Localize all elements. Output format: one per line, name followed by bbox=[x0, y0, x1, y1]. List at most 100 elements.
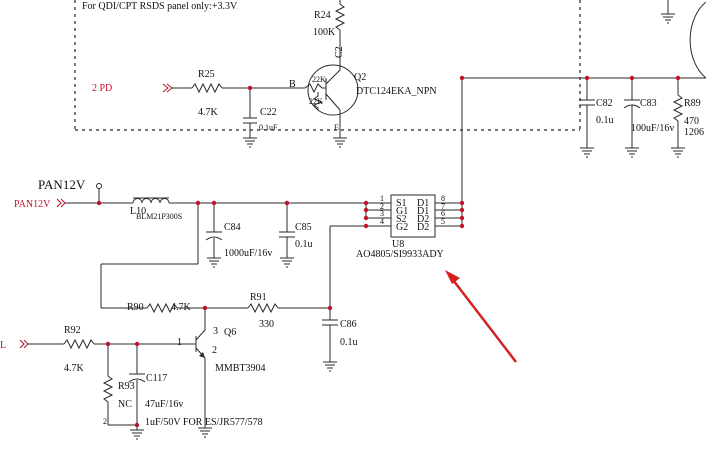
l10-inductor bbox=[132, 197, 170, 204]
pan12v-port-label: PAN12V bbox=[14, 199, 51, 210]
r91-resistor bbox=[247, 302, 279, 314]
r90-ref: R90 bbox=[127, 302, 144, 313]
r93-resistor bbox=[102, 375, 114, 403]
r91-ref: R91 bbox=[250, 292, 267, 303]
c86-ground-icon bbox=[323, 361, 337, 372]
left-port-icon bbox=[19, 339, 29, 349]
q2-pin-b: B bbox=[289, 79, 296, 90]
junction-dots bbox=[96, 75, 681, 428]
q6-ref: Q6 bbox=[224, 327, 236, 338]
c86-value: 0.1u bbox=[340, 337, 358, 348]
u8-num-5: 5 bbox=[441, 217, 445, 226]
u8-pin-d1b: D1 bbox=[417, 206, 429, 217]
u8-num-8: 8 bbox=[441, 194, 445, 203]
c22-value: 0.1uF bbox=[259, 123, 278, 132]
c84-value: 1000uF/16v bbox=[224, 248, 272, 259]
q2-transistor-icon bbox=[307, 64, 359, 116]
l10-value: BLM21P300S bbox=[136, 212, 182, 221]
pd-port bbox=[162, 83, 173, 93]
q6-pin-3: 3 bbox=[213, 326, 218, 337]
c85-ground-icon bbox=[280, 257, 294, 268]
u8-pin-g1: G1 bbox=[396, 206, 408, 217]
q6-pin-1: 1 bbox=[177, 337, 182, 348]
region-note: For QDI/CPT RSDS panel only:+3.3V bbox=[82, 1, 238, 12]
c82-ground-icon bbox=[580, 147, 594, 158]
r25-ref: R25 bbox=[198, 69, 215, 80]
pan12v-label: PAN12V bbox=[38, 177, 86, 192]
q6-transistor-icon bbox=[195, 329, 206, 359]
u8-pin-d2a: D2 bbox=[417, 214, 429, 225]
u8-num-6: 6 bbox=[441, 209, 445, 218]
pan12v-port-icon bbox=[56, 198, 66, 208]
q2-value: DTC124EKA_NPN bbox=[356, 86, 437, 97]
c82-ref: C82 bbox=[596, 98, 613, 109]
r93-ref: R93 bbox=[118, 381, 135, 392]
c83-ground-icon bbox=[625, 147, 639, 158]
c117-value: 47uF/16v bbox=[145, 399, 183, 410]
connector-outline bbox=[689, 1, 706, 79]
c117-capacitor bbox=[128, 373, 146, 383]
c83-value: 100uF/16v bbox=[631, 123, 674, 134]
q2-pin-e: E bbox=[334, 123, 339, 132]
u8-ref: U8 bbox=[392, 239, 404, 250]
r25-resistor bbox=[191, 82, 223, 94]
r89-value: 470 bbox=[684, 116, 699, 127]
c84-capacitor bbox=[205, 231, 223, 241]
l10-ref: L10 bbox=[130, 206, 146, 217]
c22-ref: C22 bbox=[260, 107, 277, 118]
r90-resistor bbox=[146, 302, 178, 314]
u8-value: AO4805/SI9933ADY bbox=[356, 249, 444, 260]
q6-ground-icon bbox=[198, 427, 212, 438]
r93-value: NC bbox=[118, 399, 132, 410]
c22-capacitor bbox=[243, 117, 257, 124]
c86-ref: C86 bbox=[340, 319, 357, 330]
r89-package: 1206 bbox=[684, 127, 704, 138]
c84-ref: C84 bbox=[224, 222, 241, 233]
c85-capacitor bbox=[279, 231, 295, 238]
r92-resistor bbox=[63, 338, 95, 350]
c84-ground-icon bbox=[207, 257, 221, 268]
u8-num-7: 7 bbox=[441, 202, 445, 211]
q6-value: MMBT3904 bbox=[215, 363, 266, 374]
r25-value: 4.7K bbox=[198, 107, 219, 118]
r91-value: 330 bbox=[259, 319, 274, 330]
q2-ground-icon bbox=[333, 137, 347, 148]
q6-pin-2: 2 bbox=[212, 345, 217, 356]
c83-ref: C83 bbox=[640, 98, 657, 109]
c82-capacitor bbox=[579, 99, 595, 106]
q2-r1: 22K bbox=[312, 75, 326, 84]
u8-pin-d1a: D1 bbox=[417, 198, 429, 209]
r89-resistor bbox=[672, 94, 684, 122]
bottom-note: 1uF/50V FOR ES/JR577/578 bbox=[145, 417, 263, 428]
u8-pin-s2: S2 bbox=[396, 214, 407, 225]
r93-pin-label: 2 bbox=[103, 417, 107, 426]
c117-ref: C117 bbox=[146, 373, 167, 384]
c22-ground-icon bbox=[243, 137, 257, 148]
c85-value: 0.1u bbox=[295, 239, 313, 250]
r90-value: 4.7K bbox=[171, 302, 192, 313]
c86-capacitor bbox=[322, 319, 338, 326]
u8-pin-g2: G2 bbox=[396, 222, 408, 233]
qdi-cpt-region bbox=[74, 0, 581, 131]
left-port-label: L bbox=[0, 340, 6, 351]
u8-num-2: 2 bbox=[380, 202, 384, 211]
u8-num-1: 1 bbox=[380, 194, 384, 203]
r24-value: 100K bbox=[313, 27, 336, 38]
u8-pin-s1: S1 bbox=[396, 198, 407, 209]
u8-pin-d2b: D2 bbox=[417, 222, 429, 233]
top-right-ground-icon bbox=[661, 13, 675, 24]
r24-resistor bbox=[334, 0, 346, 62]
c85-ref: C85 bbox=[295, 222, 312, 233]
c82-value: 0.1u bbox=[596, 115, 614, 126]
c117-ground-icon bbox=[130, 429, 144, 440]
q2-r2: 22K bbox=[309, 97, 323, 106]
net-pd-label: 2 PD bbox=[92, 83, 112, 94]
u8-num-3: 3 bbox=[380, 209, 384, 218]
pan12v-test-point-icon bbox=[96, 183, 102, 189]
r89-ref: R89 bbox=[684, 98, 701, 109]
r24-ref: R24 bbox=[314, 10, 331, 21]
r92-value: 4.7K bbox=[64, 363, 85, 374]
r89-ground-icon bbox=[671, 147, 685, 158]
annotation-arrow-icon bbox=[445, 270, 517, 363]
